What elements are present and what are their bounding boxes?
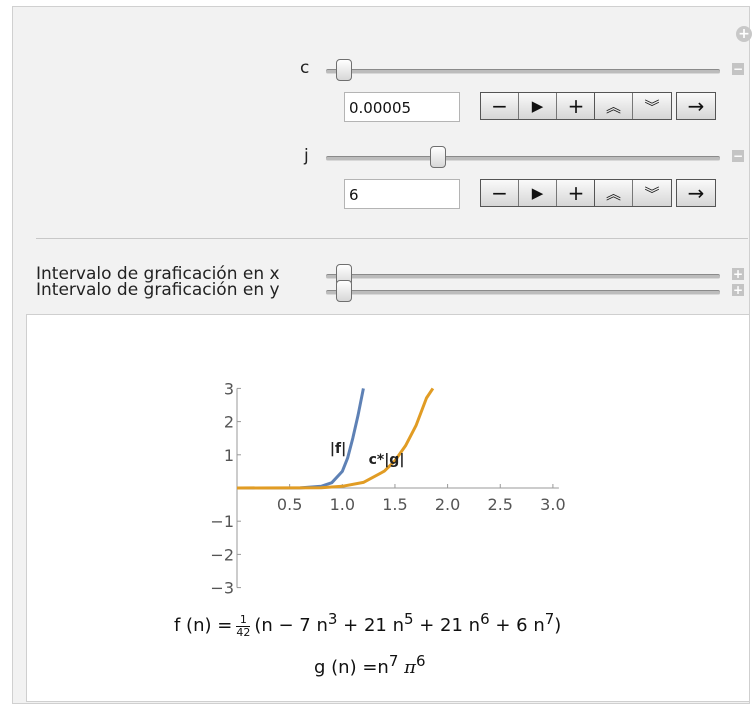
j-speed-buttons: ︽ ︾ xyxy=(594,179,672,207)
minus-icon[interactable]: − xyxy=(732,149,744,163)
double-chevron-down-icon: ︾ xyxy=(644,97,660,116)
play-button[interactable]: ▶ xyxy=(519,180,557,206)
increment-button[interactable]: + xyxy=(567,94,585,118)
exponent: 6 xyxy=(480,610,490,628)
fraction-denominator: 42 xyxy=(236,625,251,639)
decrement-button[interactable]: − xyxy=(481,180,519,206)
exponent: 6 xyxy=(415,652,426,670)
formula-term: (n − 7 n xyxy=(254,615,328,636)
slider-label-x-interval: Intervalo de graficación en x xyxy=(36,264,280,284)
play-button[interactable]: ▶ xyxy=(519,93,557,119)
decrement-button[interactable]: − xyxy=(481,93,519,119)
double-chevron-down-icon: ︾ xyxy=(644,184,660,203)
plot-output xyxy=(26,314,750,702)
formula-f-lhs: f (n) = xyxy=(174,615,233,636)
formula-term: + 6 n xyxy=(489,615,545,636)
formula-g-lhs: g (n) =n xyxy=(314,657,389,678)
c-direction-buttons: → xyxy=(676,92,716,120)
direction-button[interactable]: → xyxy=(687,181,705,205)
slower-button[interactable]: ︾ xyxy=(633,93,671,119)
exponent: 7 xyxy=(544,610,555,628)
pi-symbol: π xyxy=(404,657,416,678)
j-step-buttons: − ▶ + xyxy=(480,179,596,207)
minus-icon[interactable]: − xyxy=(732,62,744,76)
slider-label-y-interval: Intervalo de graficación en y xyxy=(36,280,280,300)
c-step-buttons: − ▶ + xyxy=(480,92,596,120)
plus-icon[interactable]: + xyxy=(732,267,744,281)
slider-track-x-interval[interactable] xyxy=(326,274,720,279)
slider-label-j: j xyxy=(304,146,309,166)
formula-g: g (n) =n7 π6 xyxy=(314,652,425,678)
formula-term: + 21 n xyxy=(413,615,481,636)
c-speed-buttons: ︽ ︾ xyxy=(594,92,672,120)
direction-button[interactable]: → xyxy=(687,94,705,118)
slider-track-y-interval[interactable] xyxy=(326,290,720,295)
c-value-field[interactable]: 0.00005 xyxy=(344,92,460,122)
double-chevron-up-icon: ︽ xyxy=(605,97,621,116)
slower-button[interactable]: ︾ xyxy=(633,180,671,206)
j-direction-buttons: → xyxy=(676,179,716,207)
formula-term: ) xyxy=(554,615,562,636)
j-value-field[interactable]: 6 xyxy=(344,179,460,209)
exponent: 5 xyxy=(403,610,414,628)
plus-icon[interactable]: + xyxy=(732,283,744,297)
slider-label-c: c xyxy=(300,58,310,78)
exponent: 7 xyxy=(388,652,399,670)
fraction-numerator: 1 xyxy=(236,613,251,627)
faster-button[interactable]: ︽ xyxy=(595,180,633,206)
divider xyxy=(36,238,748,239)
slider-handle-c[interactable] xyxy=(336,59,352,81)
slider-track-j[interactable] xyxy=(326,156,720,161)
plus-circle-icon[interactable]: + xyxy=(736,26,752,42)
double-chevron-up-icon: ︽ xyxy=(605,184,621,203)
slider-handle-j[interactable] xyxy=(430,146,446,168)
increment-button[interactable]: + xyxy=(567,181,585,205)
exponent: 3 xyxy=(327,610,338,628)
formula-term: + 21 n xyxy=(337,615,404,636)
slider-track-c[interactable] xyxy=(326,69,720,74)
faster-button[interactable]: ︽ xyxy=(595,93,633,119)
slider-handle-y-interval[interactable] xyxy=(336,280,352,302)
